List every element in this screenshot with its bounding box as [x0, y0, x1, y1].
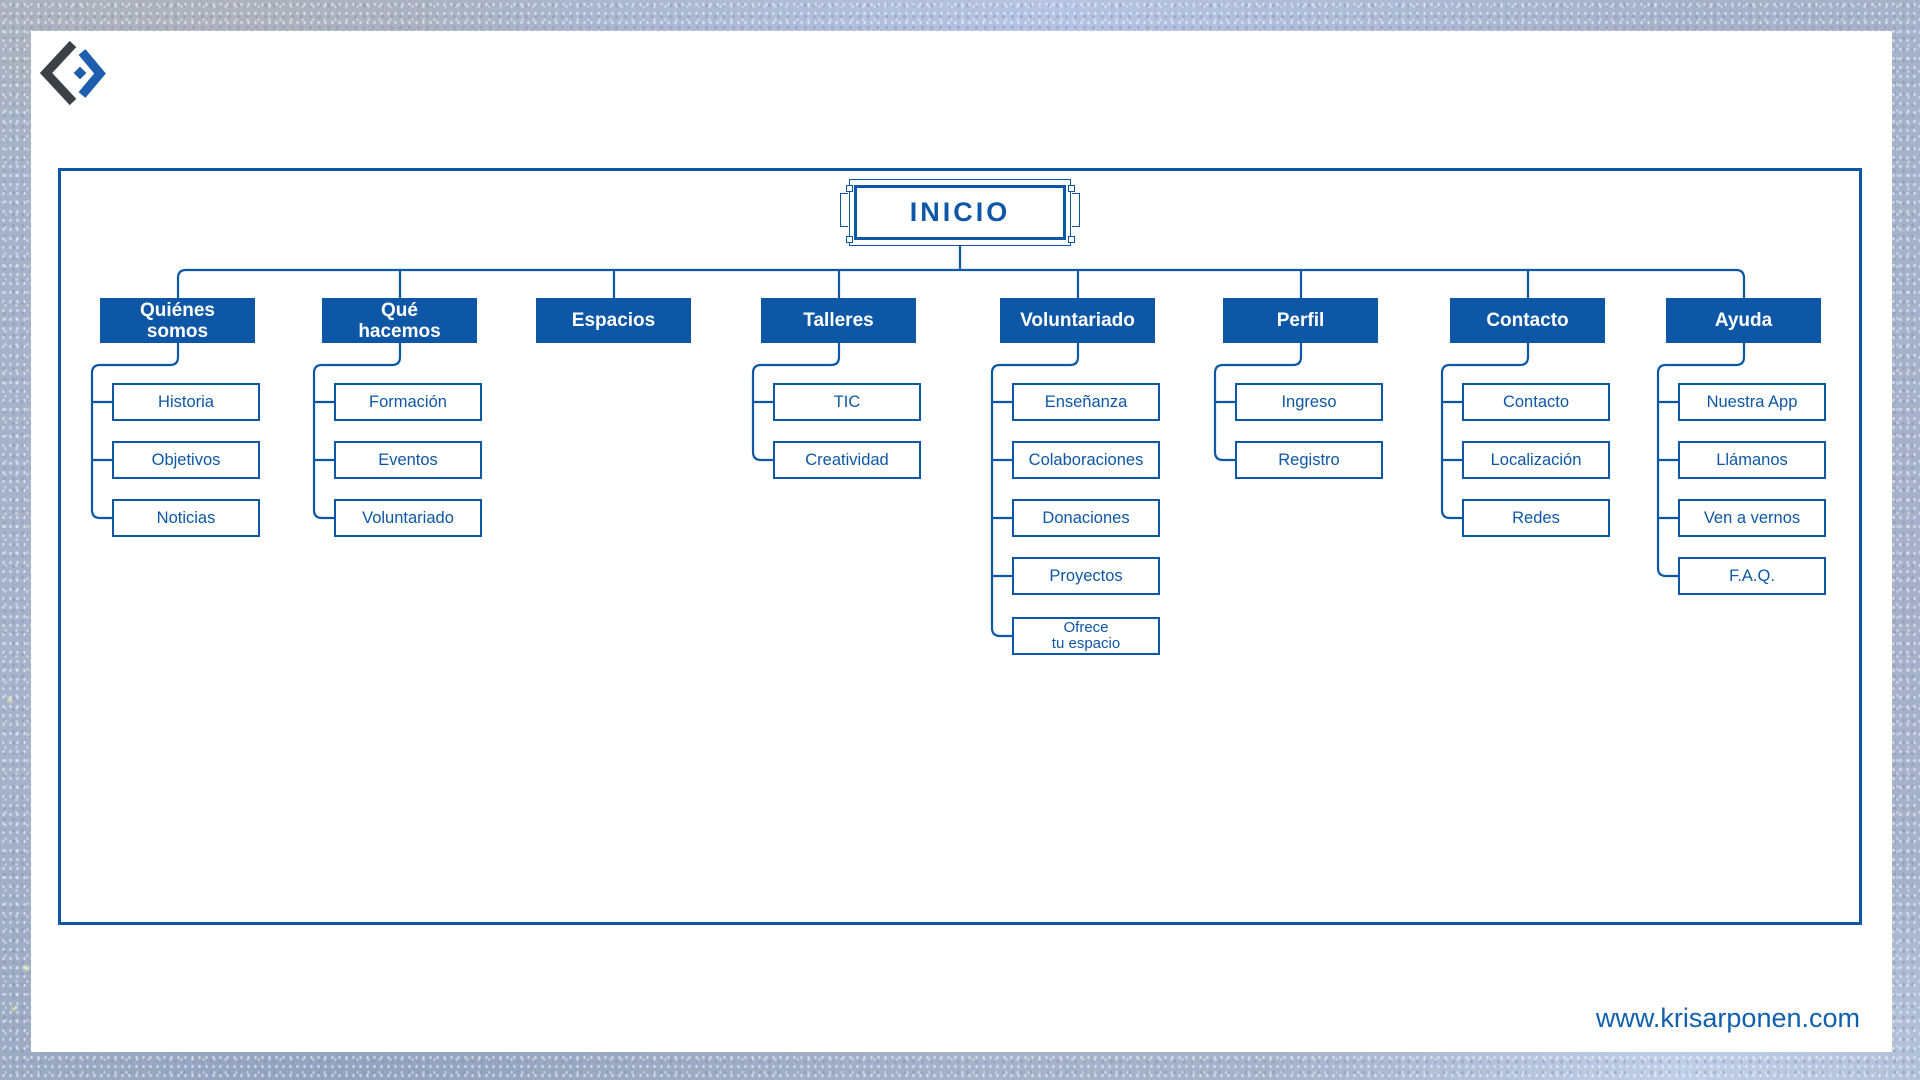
sitemap-node-noticias: Noticias — [112, 499, 260, 537]
sitemap-node-voluntariado-sub: Voluntariado — [334, 499, 482, 537]
root-node-right-bracket — [1072, 193, 1080, 227]
connector-que-hacemos — [312, 343, 402, 520]
root-node-ornament-frame — [849, 179, 1071, 246]
sitemap-node-localizacion: Localización — [1462, 441, 1610, 479]
connector-quienes-somos — [90, 343, 180, 520]
sitemap-node-espacios: Espacios — [536, 298, 691, 343]
sitemap-node-colaboraciones: Colaboraciones — [1012, 441, 1160, 479]
connector-talleres — [751, 343, 841, 462]
sitemap-node-nuestra-app: Nuestra App — [1678, 383, 1826, 421]
sitemap-node-talleres: Talleres — [761, 298, 916, 343]
sitemap-node-ofrece-tu-espacio: Ofrece tu espacio — [1012, 617, 1160, 655]
sitemap-node-creatividad: Creatividad — [773, 441, 921, 479]
sitemap-node-contacto: Contacto — [1450, 298, 1605, 343]
sitemap-node-ven-a-vernos: Ven a vernos — [1678, 499, 1826, 537]
sitemap-node-quienes-somos: Quiénes somos — [100, 298, 255, 343]
sitemap-node-registro: Registro — [1235, 441, 1383, 479]
ornament-bolt — [1067, 184, 1075, 192]
sitemap-node-ayuda: Ayuda — [1666, 298, 1821, 343]
sitemap-node-proyectos: Proyectos — [1012, 557, 1160, 595]
sitemap-node-formacion: Formación — [334, 383, 482, 421]
diagram-border-frame — [58, 168, 1862, 925]
ornament-bolt — [845, 235, 853, 243]
connector-perfil — [1213, 343, 1303, 462]
sitemap-node-voluntariado: Voluntariado — [1000, 298, 1155, 343]
ornament-bolt — [845, 184, 853, 192]
connector-contacto — [1440, 343, 1530, 520]
connector-ayuda — [1656, 343, 1746, 578]
sitemap-node-contacto-sub: Contacto — [1462, 383, 1610, 421]
sitemap-node-donaciones: Donaciones — [1012, 499, 1160, 537]
sitemap-node-historia: Historia — [112, 383, 260, 421]
diamond-logo-icon — [40, 40, 106, 106]
sitemap-node-tic: TIC — [773, 383, 921, 421]
sitemap-node-faq: F.A.Q. — [1678, 557, 1826, 595]
connector-voluntariado — [990, 343, 1080, 638]
sitemap-node-inicio: INICIO — [854, 185, 1066, 240]
sitemap-node-objetivos: Objetivos — [112, 441, 260, 479]
bus-line — [176, 268, 1746, 298]
sitemap-node-que-hacemos: Qué hacemos — [322, 298, 477, 343]
sitemap-node-eventos: Eventos — [334, 441, 482, 479]
sitemap-node-ensenanza: Enseñanza — [1012, 383, 1160, 421]
bus-drop-lines — [398, 270, 1530, 298]
root-node-left-bracket — [840, 193, 848, 227]
sitemap-node-ingreso: Ingreso — [1235, 383, 1383, 421]
sitemap-node-perfil: Perfil — [1223, 298, 1378, 343]
website-watermark: www.krisarponen.com — [1595, 1003, 1860, 1033]
sitemap-node-llamanos: Llámanos — [1678, 441, 1826, 479]
sitemap-node-redes: Redes — [1462, 499, 1610, 537]
ornament-bolt — [1067, 235, 1075, 243]
